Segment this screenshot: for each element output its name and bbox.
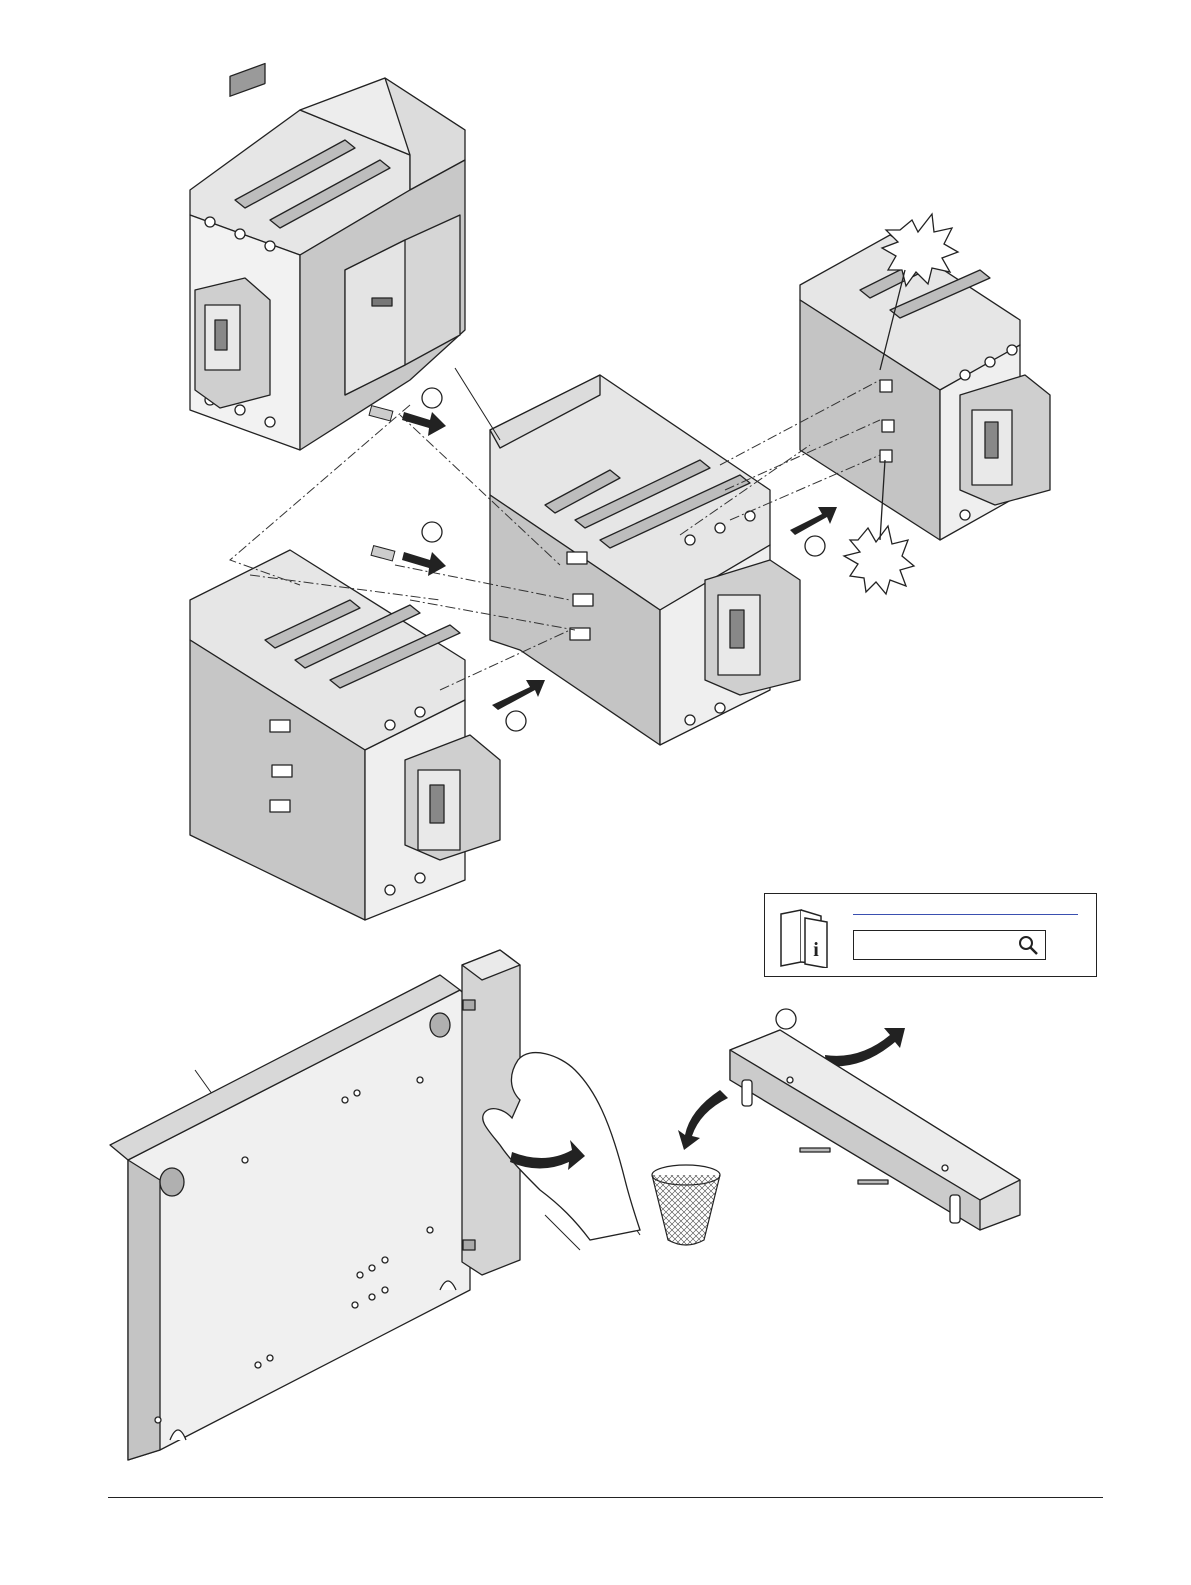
step-marker-3 bbox=[506, 711, 526, 731]
waste-basket-icon bbox=[652, 1165, 720, 1245]
contactor-bottom-left bbox=[190, 550, 500, 920]
search-input[interactable] bbox=[860, 931, 1014, 959]
step-marker-1 bbox=[422, 388, 442, 408]
connector-clip-upper bbox=[369, 406, 393, 421]
removed-bar bbox=[730, 1030, 1020, 1230]
step-marker-5 bbox=[776, 1009, 796, 1029]
search-field[interactable] bbox=[853, 930, 1046, 960]
info-manual-icon: i bbox=[777, 906, 833, 968]
step-marker-4 bbox=[805, 536, 825, 556]
footer-rule bbox=[108, 1497, 1103, 1498]
magnifier-icon[interactable] bbox=[1017, 934, 1039, 956]
info-reference-box: i bbox=[764, 893, 1097, 977]
info-link[interactable] bbox=[853, 914, 1078, 915]
svg-text:i: i bbox=[813, 939, 819, 961]
step-marker-2 bbox=[422, 522, 442, 542]
mounting-plate bbox=[110, 950, 520, 1460]
connector-clip-lower bbox=[371, 546, 395, 561]
